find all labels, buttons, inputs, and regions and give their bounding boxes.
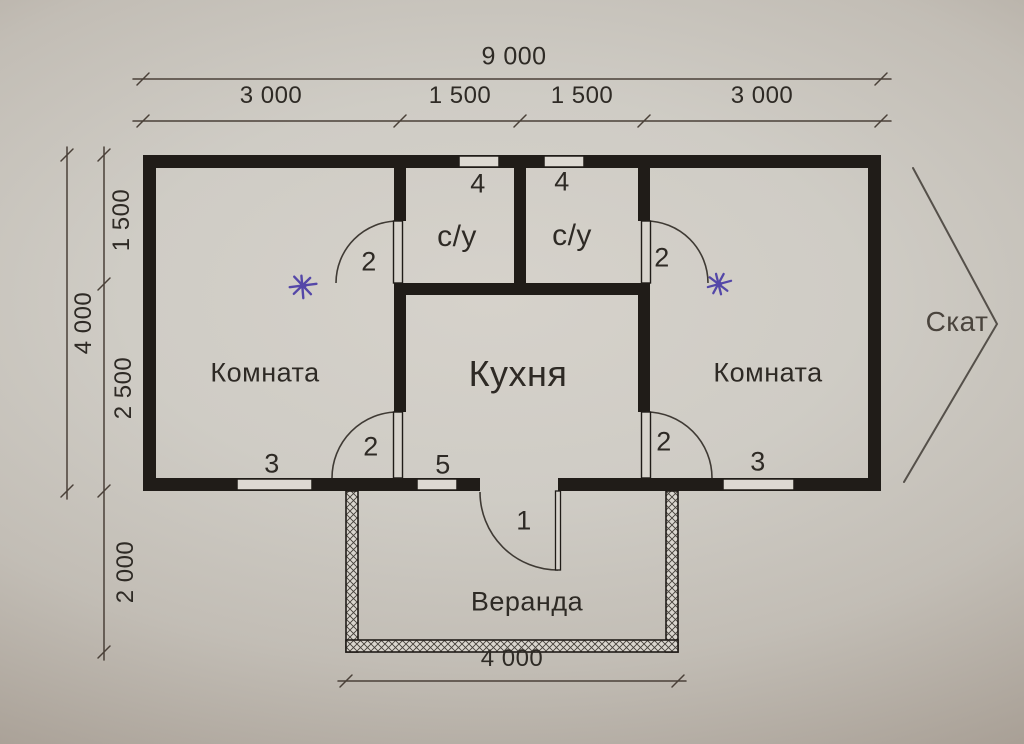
- dim-veranda-width-label: 4 000: [480, 645, 544, 672]
- opening-label-window-room-right: 3: [750, 446, 766, 477]
- room-label-right: Комната: [713, 357, 823, 388]
- door-leaf: [392, 411, 404, 479]
- roof-slope-arrow: [903, 167, 999, 483]
- opening-label-window-room-left: 3: [264, 448, 280, 479]
- door-kitchen-left: [331, 411, 404, 479]
- room-label-left: Комната: [210, 357, 320, 388]
- dim-top-segment-4: 3 000: [730, 82, 794, 109]
- dim-left-total-label: 4 000: [70, 291, 97, 355]
- dim-top-segment-1: 3 000: [239, 82, 303, 109]
- door-arc: [645, 220, 709, 284]
- dim-top-segment-3: 1 500: [550, 82, 614, 109]
- room-label-veranda: Веранда: [470, 586, 584, 617]
- ink-marks: [288, 272, 733, 300]
- opening-label-door-kitchen-left: 2: [363, 431, 379, 462]
- window-su-right: [543, 155, 585, 168]
- interior-walls: [394, 168, 650, 412]
- opening-label-door-su-right: 2: [654, 242, 670, 273]
- room-label-su-left: с/у: [437, 220, 477, 253]
- door-arc: [335, 220, 399, 284]
- opening-label-window-su-left: 4: [470, 168, 486, 199]
- door-leaf: [640, 411, 652, 479]
- door-arc: [331, 411, 399, 479]
- exterior-walls: [143, 155, 881, 491]
- veranda-walls: [345, 490, 679, 653]
- window-kitchen: [416, 478, 458, 491]
- opening-label-door-kitchen-right: 2: [656, 426, 672, 457]
- window-room-left: [236, 478, 313, 491]
- room-label-su-right: с/у: [552, 219, 592, 252]
- door-su-right: [640, 220, 709, 284]
- window-room-right: [722, 478, 795, 491]
- dim-top-segment-2: 1 500: [428, 82, 492, 109]
- opening-label-door-veranda: 1: [516, 505, 532, 536]
- window-su-left: [458, 155, 500, 168]
- dim-left-segment-1: 1 500: [108, 188, 135, 252]
- roof-slope-label: Скат: [925, 306, 989, 337]
- opening-label-window-su-right: 4: [554, 166, 570, 197]
- door-leaf: [640, 220, 652, 284]
- ink-mark-left: [288, 274, 318, 300]
- door-veranda: [479, 490, 562, 571]
- door-arc: [645, 411, 713, 479]
- door-kitchen-right: [640, 411, 713, 479]
- door-leaf: [554, 490, 562, 571]
- dim-top-total-label: 9 000: [481, 42, 547, 71]
- door-su-left: [335, 220, 404, 284]
- doors: [331, 220, 713, 571]
- door-arc: [479, 491, 559, 571]
- dim-left-segment-3: 2 000: [112, 540, 139, 604]
- dim-left-segment-2: 2 500: [110, 356, 137, 420]
- room-label-kitchen: Кухня: [468, 353, 568, 394]
- ink-mark-right: [706, 272, 733, 296]
- windows: [236, 155, 795, 491]
- dimension-lines: [60, 72, 892, 688]
- opening-label-door-su-left: 2: [361, 246, 377, 277]
- door-leaf: [392, 220, 404, 284]
- opening-label-window-kitchen: 5: [435, 449, 451, 480]
